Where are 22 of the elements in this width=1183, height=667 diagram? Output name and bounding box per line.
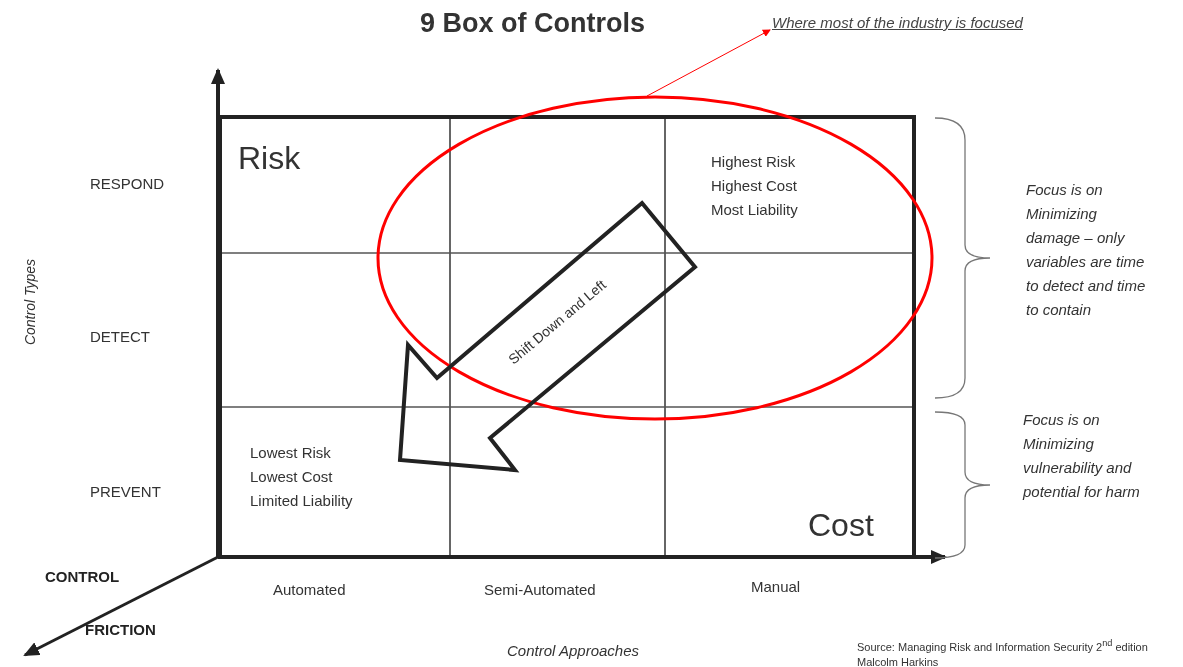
highlight-ellipse bbox=[376, 95, 934, 421]
source-note: Source: Managing Risk and Information Security 2$^{nd}$ edition Malcolm Harkins bbox=[857, 637, 1149, 667]
column-label: Semi-Automated bbox=[484, 580, 596, 600]
axis-label: CONTROL bbox=[45, 567, 120, 587]
axis-label: FRICTION bbox=[85, 620, 156, 640]
row-label: DETECT bbox=[90, 327, 150, 347]
column-label: Automated bbox=[273, 580, 346, 600]
axis-label: Cost bbox=[808, 506, 874, 545]
axis-title: Control Approaches bbox=[507, 641, 640, 661]
note-text: Focus is on Minimizing damage – only variables are time to detect and time to contain bbox=[1026, 180, 1147, 320]
block-arrow bbox=[398, 200, 698, 472]
title: 9 Box of Controls bbox=[420, 7, 645, 40]
row-label: PREVENT bbox=[90, 482, 161, 502]
cell-text: Lowest Risk Lowest Cost Limited Liability bbox=[250, 443, 354, 511]
callout-text: Where most of the industry is focused bbox=[772, 10, 1082, 36]
axis-label: Risk bbox=[238, 139, 301, 178]
note-text: Focus is on Minimizing vulnerability and potential for harm bbox=[1023, 410, 1141, 502]
cell-text: Highest Risk Highest Cost Most Liability bbox=[711, 152, 799, 220]
column-label: Manual bbox=[751, 577, 801, 597]
leader-line bbox=[646, 29, 771, 97]
axis-title: Control Types bbox=[21, 257, 39, 348]
row-label: RESPOND bbox=[90, 174, 165, 194]
